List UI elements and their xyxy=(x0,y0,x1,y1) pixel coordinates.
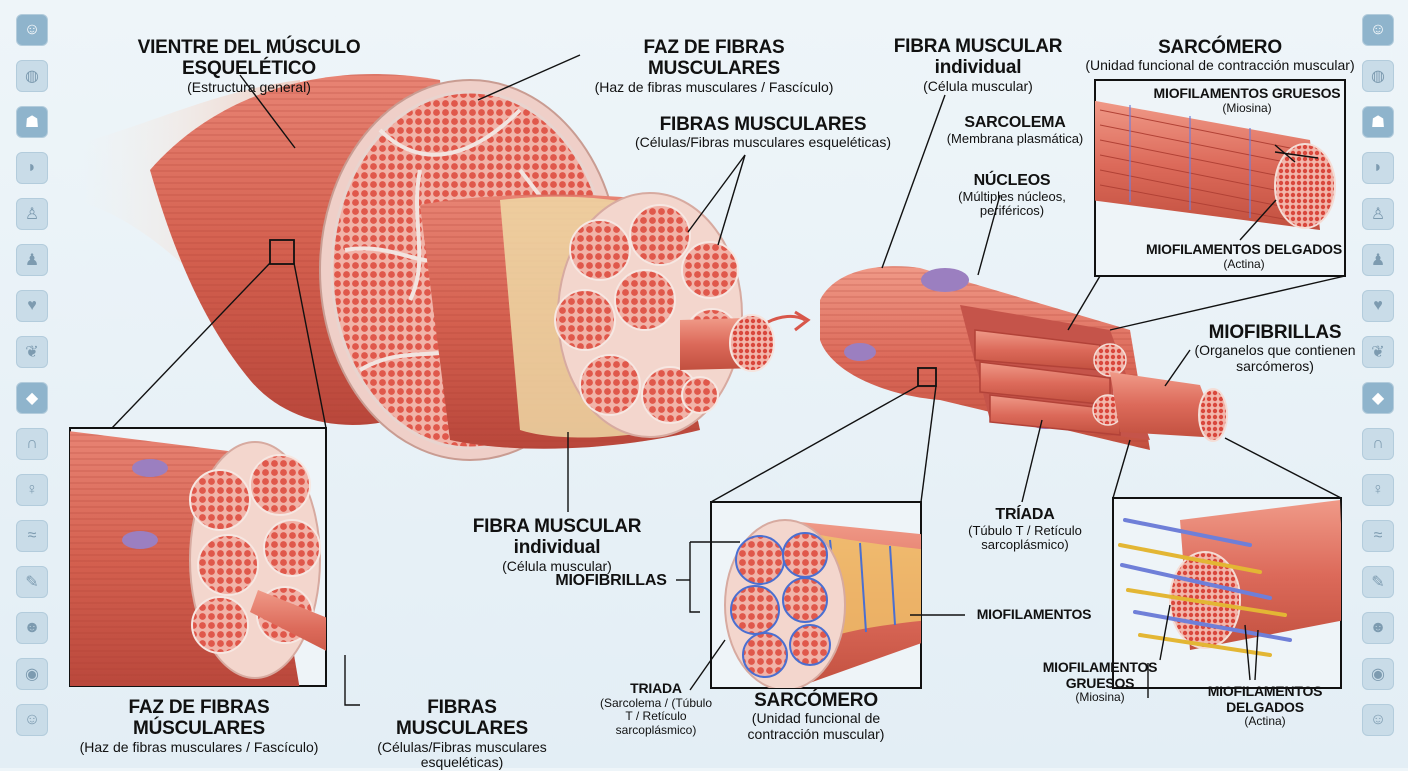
left-icon-rail: ☺ ◍ ☗ ◗ ♙ ♟ ♥ ❦ ◆ ∩ ♀ ≈ ✎ ☻ ◉ ☺ xyxy=(16,14,48,736)
inset-myofilaments xyxy=(1112,497,1342,689)
intestine-icon: ∩ xyxy=(16,428,48,460)
inset-myofibrils xyxy=(710,501,922,689)
uterus-icon: ♀ xyxy=(16,474,48,506)
head-icon: ☻ xyxy=(16,612,48,644)
syringe-icon: ✎ xyxy=(16,566,48,598)
brain-icon: ◍ xyxy=(1362,60,1394,92)
pancreas-icon: ≈ xyxy=(1362,520,1394,552)
person-icon: ♙ xyxy=(16,198,48,230)
label-sarcomere-bottom: SARCÓMERO (Unidad funcional de contracci… xyxy=(747,690,885,742)
focus-box-belly xyxy=(269,239,295,265)
label-myofilaments: MIOFILAMENTOS xyxy=(976,606,1092,622)
body-icon: ☺ xyxy=(1362,704,1394,736)
heart-icon: ♥ xyxy=(1362,290,1394,322)
uterus-icon: ♀ xyxy=(1362,474,1394,506)
label-fiber-individual-top: FIBRA MUSCULAR individual (Célula muscul… xyxy=(893,36,1063,94)
stomach-icon: ◗ xyxy=(16,152,48,184)
head-icon: ☻ xyxy=(1362,612,1394,644)
leader-lines xyxy=(111,54,1346,706)
body-icon: ☺ xyxy=(16,704,48,736)
individual-fiber xyxy=(820,266,1228,450)
label-nuclei: NÚCLEOS (Múltiples núcleos, periféricos) xyxy=(958,172,1066,219)
label-fiber-individual-mid: FIBRA MUSCULAR individual (Célula muscul… xyxy=(472,516,642,574)
inset-fascicle xyxy=(69,427,327,687)
body-icon: ☺ xyxy=(16,14,48,46)
label-triad-bottom: TRIADA (Sarcolema / (Túbulo T / Retículo… xyxy=(599,680,713,737)
body-icon: ☺ xyxy=(1362,14,1394,46)
label-belly: VIENTRE DEL MÚSCULO ESQUELÉTICO (Estruct… xyxy=(137,37,361,95)
muscle-icon: ◆ xyxy=(16,382,48,414)
figure-icon: ♟ xyxy=(1362,244,1394,276)
label-fascicle-bottom: FAZ DE FIBRAS MÚSCULARES (Haz de fibras … xyxy=(79,697,319,755)
focus-box-fiber xyxy=(917,367,937,387)
right-icon-rail: ☺ ◍ ☗ ◗ ♙ ♟ ♥ ❦ ◆ ∩ ♀ ≈ ✎ ☻ ◉ ☺ xyxy=(1362,14,1394,736)
label-fibers-bottom: FIBRAS MUSCULARES (Células/Fibras muscul… xyxy=(377,697,547,771)
label-triad-right: TRÍADA (Túbulo T / Retículo sarcoplásmic… xyxy=(968,506,1082,553)
skeleton-icon: ☗ xyxy=(16,106,48,138)
label-sarcolemma: SARCOLEMA (Membrana plasmática) xyxy=(946,114,1084,146)
figure-icon: ♟ xyxy=(16,244,48,276)
intestine-icon: ∩ xyxy=(1362,428,1394,460)
label-fascicle-top: FAZ DE FIBRAS MUSCULARES (Haz de fibras … xyxy=(594,37,834,95)
skeleton-icon: ☗ xyxy=(1362,106,1394,138)
fascicle xyxy=(420,192,811,449)
pancreas-icon: ≈ xyxy=(16,520,48,552)
label-thin-top: MIOFILAMENTOS DELGADOS (Actina) xyxy=(1145,241,1342,271)
inset-sarcomere xyxy=(1094,79,1346,277)
stomach-icon: ◗ xyxy=(1362,152,1394,184)
lung-icon: ❦ xyxy=(16,336,48,368)
eye-icon: ◉ xyxy=(16,658,48,690)
syringe-icon: ✎ xyxy=(1362,566,1394,598)
lung-icon: ❦ xyxy=(1362,336,1394,368)
label-thick-top: MIOFILAMENTOS GRUESOS (Miosina) xyxy=(1153,85,1341,115)
eye-icon: ◉ xyxy=(1362,658,1394,690)
label-thick-bottom: MIOFILAMENTOS GRUESOS (Miosina) xyxy=(1042,659,1158,705)
label-myofibrils-mid: MIOFIBRILLAS xyxy=(555,572,667,589)
heart-icon: ♥ xyxy=(16,290,48,322)
person-icon: ♙ xyxy=(1362,198,1394,230)
muscle-icon: ◆ xyxy=(1362,382,1394,414)
label-sarcomere-top: SARCÓMERO (Unidad funcional de contracci… xyxy=(1085,37,1355,74)
label-myofibrils-right: MIOFIBRILLAS (Organelos que contienen sa… xyxy=(1194,322,1356,374)
brain-icon: ◍ xyxy=(16,60,48,92)
label-thin-bottom: MIOFILAMENTOS DELGADOS (Actina) xyxy=(1207,683,1323,729)
label-fibers-top: FIBRAS MUSCULARES (Células/Fibras muscul… xyxy=(635,114,891,151)
